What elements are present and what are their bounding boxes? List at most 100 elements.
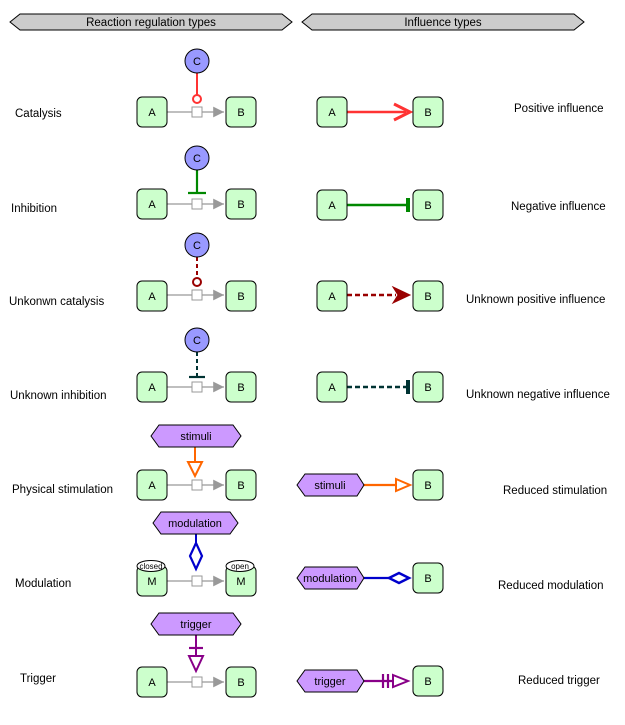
row-label-inhibition: Inhibition xyxy=(11,203,57,215)
node-b xyxy=(225,280,257,312)
influence-negative: A B xyxy=(316,189,444,221)
node-c xyxy=(184,232,210,258)
svg-text:stimuli: stimuli xyxy=(180,431,211,443)
node-a xyxy=(316,96,348,128)
node-b xyxy=(412,562,444,594)
header-right-label: Influence types xyxy=(404,17,482,29)
reaction-unknown-catalysis: C A B xyxy=(136,232,257,312)
row-label-catalysis: Catalysis xyxy=(15,108,62,120)
node-b xyxy=(225,188,257,220)
influence-label-unknown-negative: Unknown negative influence xyxy=(466,389,610,401)
header-reaction-regulation-types: Reaction regulation types xyxy=(9,13,293,31)
svg-text:B: B xyxy=(237,677,244,689)
svg-text:A: A xyxy=(328,291,336,303)
svg-text:trigger: trigger xyxy=(314,676,346,688)
node-b xyxy=(412,96,444,128)
svg-text:open: open xyxy=(231,562,249,571)
svg-text:A: A xyxy=(148,107,156,119)
node-stimuli xyxy=(296,473,365,497)
node-a xyxy=(316,280,348,312)
svg-text:closed: closed xyxy=(139,562,162,571)
svg-text:B: B xyxy=(237,480,244,492)
row-label-modulation: Modulation xyxy=(15,578,71,590)
node-c xyxy=(184,145,210,171)
node-c xyxy=(184,327,210,353)
node-trigger xyxy=(296,669,365,693)
svg-text:stimuli: stimuli xyxy=(314,480,345,492)
influence-label-negative: Negative influence xyxy=(511,201,606,213)
influence-unknown-negative: A B xyxy=(316,371,444,403)
reaction-trigger: trigger A B xyxy=(136,612,257,698)
svg-text:modulation: modulation xyxy=(168,518,222,530)
node-b xyxy=(225,666,257,698)
node-modulation xyxy=(152,511,239,535)
svg-text:M: M xyxy=(147,576,156,588)
node-a xyxy=(136,188,168,220)
svg-text:A: A xyxy=(148,480,156,492)
svg-text:A: A xyxy=(328,107,336,119)
node-b xyxy=(225,371,257,403)
node-a xyxy=(316,371,348,403)
reaction-catalysis: C A B xyxy=(136,48,257,128)
node-b xyxy=(412,665,444,697)
svg-text:B: B xyxy=(424,480,431,492)
svg-text:modulation: modulation xyxy=(303,573,357,585)
svg-text:A: A xyxy=(148,199,156,211)
row-label-unknown-inhibition: Unknown inhibition xyxy=(10,390,107,402)
influence-label-reduced-stimulation: Reduced stimulation xyxy=(503,485,607,497)
svg-text:B: B xyxy=(424,200,431,212)
influence-reduced-trigger: trigger B xyxy=(296,665,444,697)
svg-text:C: C xyxy=(193,335,201,347)
svg-text:A: A xyxy=(328,382,336,394)
svg-text:B: B xyxy=(237,199,244,211)
svg-text:A: A xyxy=(148,382,156,394)
reaction-modulation: modulation closed M open M xyxy=(136,511,257,597)
svg-text:A: A xyxy=(148,677,156,689)
svg-text:C: C xyxy=(193,56,201,68)
influence-unknown-positive: A B xyxy=(316,280,444,312)
influence-label-unknown-positive: Unknown positive influence xyxy=(466,294,605,306)
svg-text:A: A xyxy=(328,200,336,212)
svg-text:B: B xyxy=(237,382,244,394)
reaction-unknown-inhibition: C A B xyxy=(136,327,257,403)
svg-text:B: B xyxy=(237,291,244,303)
node-a xyxy=(316,189,348,221)
svg-text:A: A xyxy=(148,291,156,303)
node-trigger xyxy=(150,612,242,636)
influence-label-reduced-modulation: Reduced modulation xyxy=(498,580,604,592)
svg-text:C: C xyxy=(193,153,201,165)
node-b xyxy=(225,96,257,128)
svg-text:B: B xyxy=(424,382,431,394)
influence-label-reduced-trigger: Reduced trigger xyxy=(518,675,600,687)
influence-label-positive: Positive influence xyxy=(514,103,604,115)
reaction-inhibition: C A B xyxy=(136,145,257,220)
row-label-trigger: Trigger xyxy=(20,673,56,685)
node-a xyxy=(136,666,168,698)
node-b xyxy=(412,189,444,221)
header-left-label: Reaction regulation types xyxy=(86,17,216,29)
row-label-unknown-catalysis: Unkonwn catalysis xyxy=(9,296,104,308)
row-label-physical-stimulation: Physical stimulation xyxy=(12,484,113,496)
svg-text:M: M xyxy=(236,576,245,588)
svg-text:B: B xyxy=(424,573,431,585)
influence-reduced-stimulation: stimuli B xyxy=(296,469,444,501)
influence-reduced-modulation: modulation B xyxy=(296,562,444,594)
node-a xyxy=(136,371,168,403)
svg-text:B: B xyxy=(424,676,431,688)
node-a xyxy=(136,469,168,501)
node-b xyxy=(412,280,444,312)
node-stimuli xyxy=(150,424,242,448)
node-modulation xyxy=(296,566,365,590)
svg-text:B: B xyxy=(424,107,431,119)
svg-text:B: B xyxy=(237,107,244,119)
svg-text:C: C xyxy=(193,240,201,252)
node-c xyxy=(184,48,210,74)
svg-text:trigger: trigger xyxy=(180,619,212,631)
node-b xyxy=(412,469,444,501)
node-a xyxy=(136,280,168,312)
reaction-physical-stimulation: stimuli A B xyxy=(136,424,257,501)
influence-positive: A B xyxy=(316,96,444,128)
node-a xyxy=(136,96,168,128)
node-b xyxy=(225,469,257,501)
